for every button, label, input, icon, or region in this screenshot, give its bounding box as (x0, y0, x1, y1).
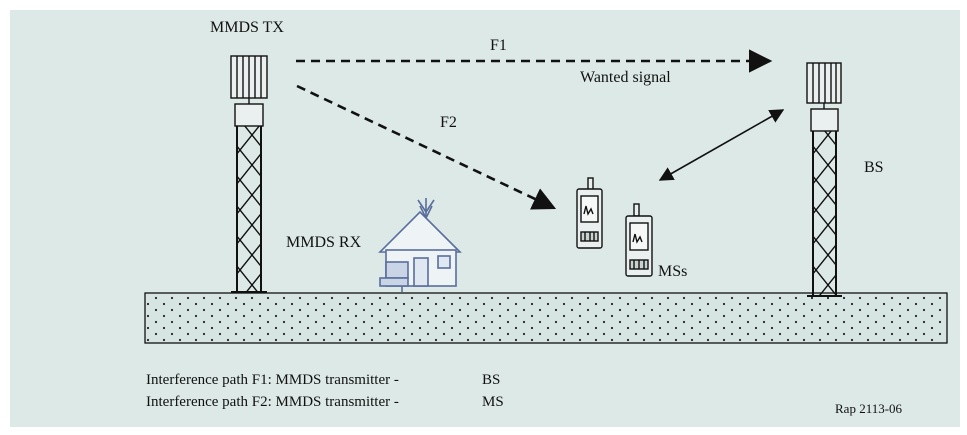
legend: Interference path F1: MMDS transmitter -… (146, 372, 504, 410)
legend-f2-text: Interference path F2: MMDS transmitter - (146, 394, 399, 410)
wanted-signal-label: Wanted signal (580, 69, 671, 86)
diagram-panel (10, 10, 960, 427)
bs-lattice-mast (807, 131, 842, 297)
ground (144, 292, 948, 344)
figure-reference: Rap 2113-06 (835, 401, 903, 416)
bs-ms-link-arrow (658, 109, 785, 181)
mobile-station-icon-2 (625, 203, 653, 277)
legend-f2-target: MS (482, 394, 504, 410)
f1-label: F1 (490, 37, 507, 54)
tx-equipment-box (234, 103, 264, 127)
bs-equipment-box (810, 108, 839, 132)
path-f2-arrow (296, 84, 557, 210)
tx-antenna-icon (230, 55, 268, 104)
mmds-rx-label: MMDS RX (286, 234, 362, 251)
house-icon (378, 198, 462, 292)
legend-f1-text: Interference path F1: MMDS transmitter - (146, 372, 399, 388)
legend-f1-target: BS (482, 372, 500, 388)
mmds-tx-tower (230, 55, 268, 293)
mobile-station-icon-1 (576, 177, 603, 249)
bs-label: BS (864, 159, 884, 176)
f2-label: F2 (440, 114, 457, 131)
bs-antenna-icon (806, 62, 842, 109)
mss-label: MSs (658, 263, 687, 280)
tx-lattice-mast (231, 126, 267, 293)
bs-tower (806, 62, 842, 297)
mmds-tx-label: MMDS TX (210, 19, 284, 36)
